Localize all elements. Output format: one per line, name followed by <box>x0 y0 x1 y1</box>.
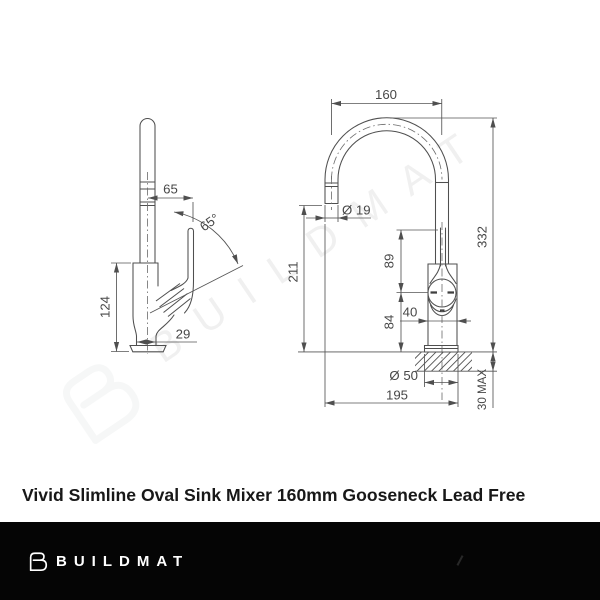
buildmat-logo-icon <box>29 551 48 571</box>
dim-50-label: Ø 50 <box>389 368 418 383</box>
technical-drawing: BUILDMAT <box>62 87 497 444</box>
watermark-text: BUILDMAT <box>142 112 496 372</box>
dim-40-label: 40 <box>403 305 418 320</box>
dim-160-label: 160 <box>375 87 397 102</box>
dim-124-label: 124 <box>98 296 113 318</box>
dim-89-label: 89 <box>382 254 397 269</box>
dim-29: 29 <box>137 327 197 345</box>
dim-195: 195 <box>324 224 458 407</box>
footer-speck <box>456 555 464 566</box>
watermark: BUILDMAT <box>62 112 497 444</box>
dim-50: Ø 50 <box>389 354 459 407</box>
dim-30max-label: 30 MAX <box>476 369 489 411</box>
dim-30-max: 30 MAX <box>476 351 496 411</box>
dim-89-84: 89 84 <box>382 229 438 352</box>
buildmat-watermark-logo-icon <box>62 364 140 444</box>
dim-84-label: 84 <box>382 315 397 330</box>
counter-hatch <box>415 351 472 372</box>
dim-211: 211 <box>286 205 322 352</box>
dim-29-label: 29 <box>176 327 191 342</box>
dim-40: 40 <box>400 305 471 324</box>
dim-124: 124 <box>98 262 131 352</box>
dim-160: 160 <box>331 87 443 135</box>
dim-65deg-label: 65° <box>197 210 222 234</box>
dim-332: 332 <box>390 117 497 352</box>
product-title: Vivid Slimline Oval Sink Mixer 160mm Goo… <box>22 485 526 505</box>
side-view-drawing: 65 65° 124 29 <box>98 118 244 354</box>
dim-195-label: 195 <box>386 388 408 403</box>
dim-332-label: 332 <box>475 226 490 248</box>
footer-brand-text: BUILDMAT <box>56 553 190 570</box>
front-view-drawing: 160 332 211 Ø 19 <box>286 87 497 411</box>
dim-65-label: 65 <box>163 182 178 197</box>
footer-bar: BUILDMAT <box>0 522 600 600</box>
dim-19: Ø 19 <box>306 203 371 222</box>
dim-211-label: 211 <box>286 261 301 282</box>
dim-19-label: Ø 19 <box>342 203 371 218</box>
